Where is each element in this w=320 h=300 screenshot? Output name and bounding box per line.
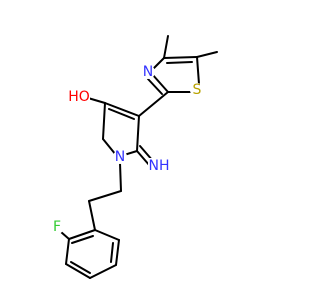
bond-thiazole-pyrroline — [138, 91, 169, 117]
bond-ph-c4-c5 — [89, 264, 117, 279]
bond-pyr-c5-imine — [136, 150, 151, 167]
bond-ph-c3-c4 — [65, 263, 91, 279]
bond-ph-c1-c2-double — [71, 235, 94, 244]
bond-ph-c5-c6-double — [110, 242, 114, 263]
bond-pyr-c3-c4 — [104, 102, 140, 117]
atom-hydroxyl-label: HO — [68, 89, 90, 105]
bond-pyr-c2-n1 — [102, 138, 117, 156]
bond-c5-methyl — [196, 51, 218, 58]
atom-s-thiazole: S — [190, 82, 204, 98]
bond-pyr-c3-c2 — [102, 102, 106, 140]
bond-thiazole-c4-c5-double — [166, 61, 193, 64]
bond-ch2-ch2 — [88, 190, 122, 202]
molecule-diagram: N S HO NH N F — [50, 35, 218, 279]
bond-pyr-c3-c4-double — [108, 108, 135, 120]
atom-hydroxyl: HO — [68, 89, 90, 105]
atom-n-thiazole: N — [141, 64, 155, 80]
atom-imine-nh-label: NH — [149, 158, 170, 174]
atom-fluorine-label: F — [53, 219, 61, 235]
bond-ph-f — [60, 231, 70, 240]
bond-thiazole-n-c2 — [151, 73, 169, 93]
atom-s-thiazole-label: S — [193, 82, 202, 98]
bond-pyr-c4-c5 — [136, 115, 140, 152]
bond-thiazole-c5-s — [196, 56, 200, 85]
structure-canvas: N S HO NH N F — [50, 35, 218, 279]
bond-thiazole-n-c2-double — [147, 78, 163, 95]
atom-imine-nh: NH — [148, 158, 170, 174]
bond-ph-c5-c6 — [115, 239, 120, 266]
atom-n-ring: N — [113, 149, 127, 165]
bond-thiazole-c4-n — [151, 57, 165, 71]
bond-pyr-c3-oh — [87, 97, 106, 104]
atom-n-ring-label: N — [115, 149, 125, 165]
bond-ph-c3-c4-double — [70, 261, 91, 274]
bond-ph-c2-c3 — [65, 238, 70, 265]
bond-c4-methyl — [163, 35, 169, 59]
bond-n1-ch2 — [119, 162, 122, 192]
bond-ch2-aryl — [88, 200, 96, 231]
atom-n-thiazole-label: N — [143, 64, 153, 80]
bond-ph-c6-c1 — [94, 229, 120, 241]
bond-thiazole-c4-c5 — [163, 56, 198, 59]
bond-ph-c1-c2 — [68, 229, 96, 240]
atom-fluorine: F — [50, 219, 64, 235]
